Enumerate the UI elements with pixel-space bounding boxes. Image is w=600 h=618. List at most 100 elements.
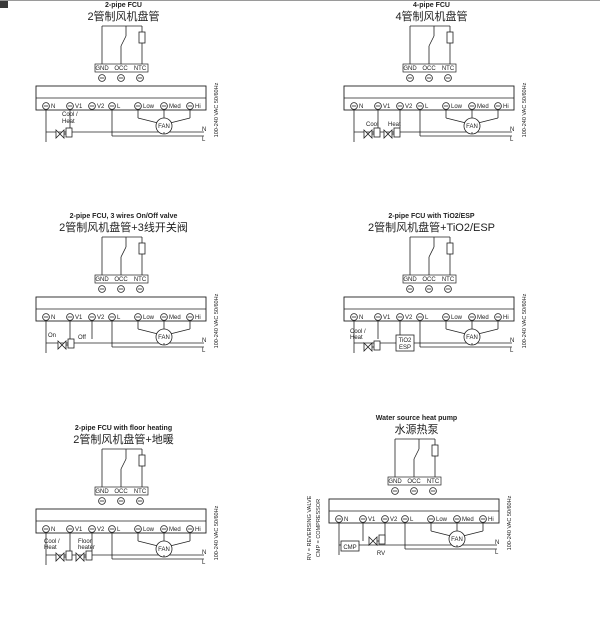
diagram-title-en: 2-pipe FCU with floor heating xyxy=(75,425,172,432)
wire xyxy=(477,328,499,335)
occ-switch xyxy=(120,246,127,258)
top-terminal-label-box xyxy=(94,63,149,73)
wire xyxy=(445,328,467,335)
bottom-terminal-label: Low xyxy=(451,104,463,110)
compressor-box xyxy=(340,540,360,552)
tio2-esp-box xyxy=(395,334,415,352)
wire xyxy=(169,117,191,124)
bottom-terminal-label: L xyxy=(117,315,121,321)
bottom-terminal-label: Low xyxy=(143,104,155,110)
n-line-label: N xyxy=(510,127,514,133)
l-line-label: L xyxy=(202,560,206,566)
l-line-label: L xyxy=(510,137,514,143)
top-terminal-label: OCC xyxy=(114,277,128,283)
supply-voltage-label: 100-240 VAC 50/60Hz xyxy=(507,495,513,550)
valve-label: Cool / xyxy=(350,329,366,335)
cmp-note: CMP = COMPRESSOR xyxy=(316,499,322,557)
bottom-terminal-label: L xyxy=(117,104,121,110)
wire xyxy=(169,328,191,335)
diagram-title-en: 4-pipe FCU xyxy=(413,2,450,9)
supply-voltage-label: 100-240 VAC 50/60Hz xyxy=(522,293,528,348)
top-terminal-label: NTC xyxy=(442,277,455,283)
top-terminal-label: OCC xyxy=(114,66,128,72)
fan-label: FAN xyxy=(451,537,463,543)
wire xyxy=(445,117,467,124)
diagram-title-en: 2-pipe FCU xyxy=(105,2,142,9)
reversing-valve-label: RV xyxy=(377,551,385,557)
bottom-terminal-label: V1 xyxy=(383,104,391,110)
corner-marker xyxy=(0,0,8,8)
fan-label: FAN xyxy=(158,335,170,341)
valve-bowtie xyxy=(383,129,393,139)
n-line-label: N xyxy=(202,338,206,344)
valve-icon xyxy=(55,127,73,139)
top-terminal-label: OCC xyxy=(114,489,128,495)
top-terminal-label: NTC xyxy=(134,277,147,283)
ntc-sensor-icon xyxy=(138,454,146,467)
bottom-terminal-label: V1 xyxy=(75,527,83,533)
top-terminal-label: NTC xyxy=(427,479,440,485)
wire xyxy=(430,530,452,537)
valve-actuator xyxy=(85,550,93,561)
wire xyxy=(169,540,191,547)
valve-label: Heat xyxy=(388,122,401,128)
valve-bowtie xyxy=(55,129,65,139)
valve-label: Heat xyxy=(350,335,363,341)
valve-label: Floor xyxy=(78,539,92,545)
l-line-label: L xyxy=(495,550,499,556)
top-terminal-label: OCC xyxy=(422,66,436,72)
valve-bowtie xyxy=(363,342,373,352)
diagram-title-en: 2-pipe FCU, 3 wires On/Off valve xyxy=(70,213,178,220)
bottom-terminal-label: Hi xyxy=(503,104,509,110)
bottom-terminal-label: N xyxy=(359,104,363,110)
valve-icon xyxy=(57,338,75,350)
bottom-terminal-label: N xyxy=(51,315,55,321)
occ-switch xyxy=(413,448,420,460)
bottom-terminal-label: Hi xyxy=(195,315,201,321)
valve-actuator xyxy=(373,340,381,351)
bottom-terminal-label: Low xyxy=(143,315,155,321)
top-terminal-label-box xyxy=(94,486,149,496)
bottom-terminal-label: V2 xyxy=(97,104,105,110)
bottom-terminal-label: Low xyxy=(143,527,155,533)
bottom-terminal-label: V1 xyxy=(383,315,391,321)
occ-switch xyxy=(120,35,127,47)
top-terminal-label: NTC xyxy=(442,66,455,72)
supply-voltage-label: 100-240 VAC 50/60Hz xyxy=(214,505,220,560)
l-line-label: L xyxy=(202,137,206,143)
valve-label: Heat xyxy=(44,545,57,551)
valve-icon xyxy=(55,550,73,562)
diagram-title-cn: 2管制风机盘管+3线开关阀 xyxy=(59,220,188,234)
n-line-label: N xyxy=(202,127,206,133)
bottom-terminal-label: Hi xyxy=(503,315,509,321)
ntc-sensor-icon xyxy=(138,242,146,255)
bottom-terminal-label: L xyxy=(117,527,121,533)
wire xyxy=(137,540,159,547)
top-terminal-label: GND xyxy=(95,66,109,72)
valve-label: Off xyxy=(78,335,86,341)
valve-label: Cool xyxy=(366,122,378,128)
valve-icon xyxy=(363,340,381,352)
valve-bowtie xyxy=(368,536,378,546)
wire xyxy=(477,117,499,124)
top-terminal-label: OCC xyxy=(422,277,436,283)
bottom-terminal-label: V2 xyxy=(97,315,105,321)
valve-icon xyxy=(363,127,381,139)
top-terminal-label-box xyxy=(387,476,442,486)
valve-actuator xyxy=(378,534,386,545)
fan-label: FAN xyxy=(466,335,478,341)
l-line-label: L xyxy=(202,348,206,354)
rv-note: RV = REVERSING VALVE xyxy=(307,495,313,560)
top-terminal-label: GND xyxy=(95,489,109,495)
bottom-terminal-label: Med xyxy=(169,315,181,321)
top-terminal-label: NTC xyxy=(134,66,147,72)
bottom-terminal-label: L xyxy=(425,104,429,110)
reversing-valve-icon xyxy=(368,534,386,546)
top-terminal-label: GND xyxy=(95,277,109,283)
bottom-terminal-label: Med xyxy=(462,517,474,523)
bottom-terminal-label: V1 xyxy=(75,104,83,110)
bottom-terminal-label: N xyxy=(344,517,348,523)
